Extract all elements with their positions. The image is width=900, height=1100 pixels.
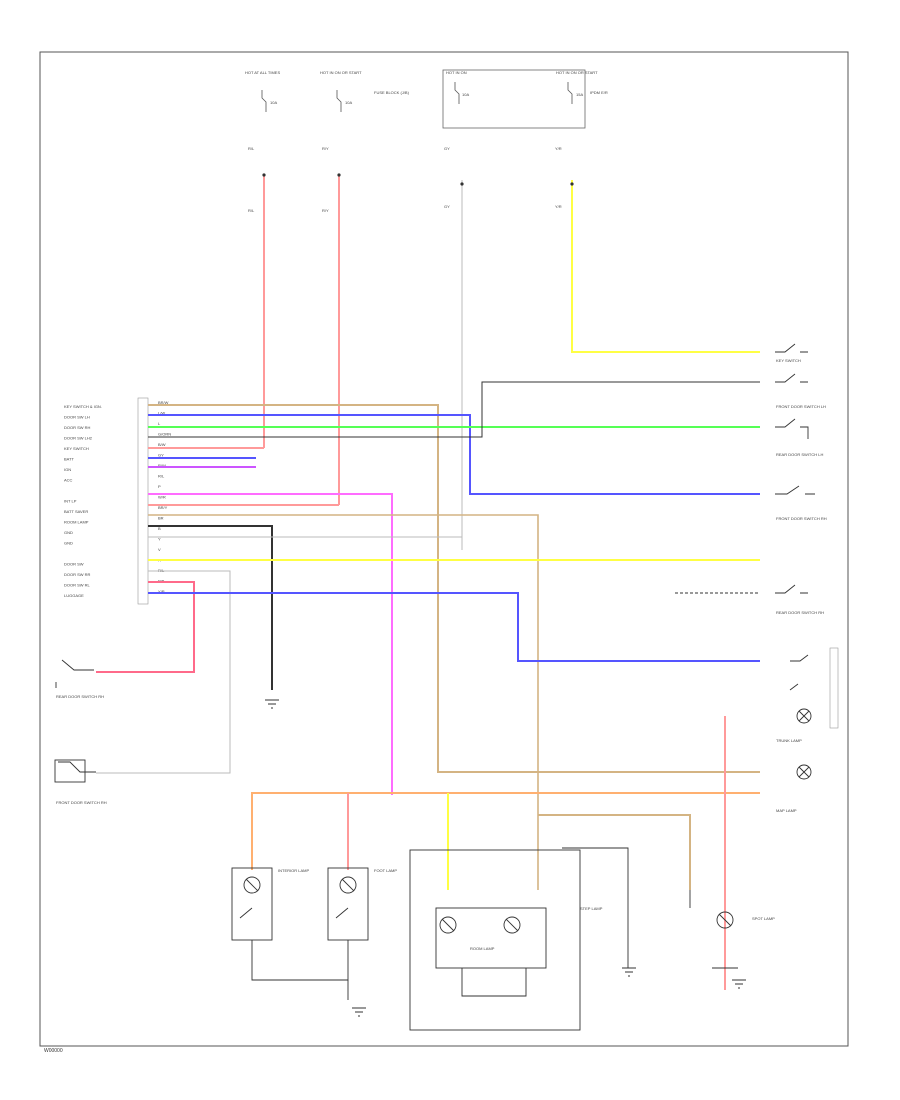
wire-black-gnd	[148, 525, 273, 690]
left-component-labels: REAR DOOR SWITCH RH FRONT DOOR SWITCH RH	[56, 694, 107, 805]
module-pin-label: DOOR SW LH2	[64, 436, 93, 441]
wire-blue-luggage	[148, 592, 760, 662]
wire-color-tag: P	[158, 484, 161, 489]
module-pin-label: DOOR SW RH	[64, 425, 91, 430]
wire-blue-door	[148, 414, 760, 495]
wire-color-tag: V	[158, 547, 161, 552]
fuse-heading-2: HOT IN ON OR START	[320, 70, 362, 75]
fuse-heading-3: HOT IN ON	[446, 70, 467, 75]
wire-color-tag: R/L	[158, 474, 165, 479]
fuse-icon	[261, 82, 573, 112]
wire-tan-room	[148, 514, 539, 890]
fuse-rating-3: 10A	[462, 92, 469, 97]
module-pin-label: ROOM LAMP	[64, 520, 89, 525]
wire-color-tag: R/W	[158, 463, 166, 468]
fuse-note-1: FUSE BLOCK (J/B)	[374, 90, 410, 95]
module-pin-label: BATT SAVER	[64, 509, 88, 514]
bottom-component-label: FOOT LAMP	[374, 868, 397, 873]
wire-color-tag: B	[158, 526, 161, 531]
reference-code: W00000	[44, 1048, 63, 1054]
wire-color-tag: W/R	[158, 495, 166, 500]
svg-text:R/L: R/L	[248, 208, 255, 213]
fuse-heading-4: HOT IN ON OR START	[556, 70, 598, 75]
right-component-label: FRONT DOOR SWITCH LH	[776, 404, 826, 409]
left-component-label: REAR DOOR SWITCH RH	[56, 694, 104, 699]
lamp-switch-lines	[231, 847, 738, 1031]
wire-yellow-feed	[571, 180, 760, 353]
right-component-label: REAR DOOR SWITCH RH	[776, 610, 824, 615]
svg-text:R/Y: R/Y	[322, 146, 329, 151]
module-pin-labels: KEY SWITCH & IGN. DOOR SW LH DOOR SW RH DOO…	[64, 404, 102, 598]
wire-color-tag: Y/R	[158, 589, 165, 594]
fuse-heading-1: HOT AT ALL TIMES	[245, 70, 280, 75]
fuse-block-box	[442, 69, 586, 129]
switch-icon	[775, 343, 815, 691]
fuse-wire-tags: R/L R/Y GY Y/R R/L R/Y GY Y/R	[248, 146, 562, 213]
svg-text:R/Y: R/Y	[322, 208, 329, 213]
right-component-label: KEY SWITCH	[776, 358, 801, 363]
wire-tan-lamp4	[538, 814, 691, 890]
left-component-label: FRONT DOOR SWITCH RH	[56, 800, 107, 805]
module-pin-label: INT LP	[64, 499, 77, 504]
wire-pink-int	[148, 493, 393, 795]
lamp-icon	[796, 708, 812, 780]
switch-icon	[54, 659, 96, 783]
fuse-rating-4: 15A	[576, 92, 583, 97]
svg-text:Y/R: Y/R	[555, 204, 562, 209]
fuse-rating-1: 10A	[270, 100, 277, 105]
svg-text:Y/R: Y/R	[555, 146, 562, 151]
ground-icon	[265, 699, 746, 1017]
svg-text:GY: GY	[444, 204, 450, 209]
wire-orange-bus	[251, 792, 760, 870]
wire-color-tag: BR/Y	[158, 505, 168, 510]
wire-color-tag: BR	[158, 516, 164, 521]
splice-dots	[262, 173, 574, 186]
lamp-icon	[243, 876, 734, 934]
right-component-label: TRUNK LAMP	[776, 738, 802, 743]
module-pin-label: LUGGAGE	[64, 593, 84, 598]
bottom-component-label: ROOM LAMP	[470, 946, 495, 951]
module-pin-label: DOOR SW RL	[64, 583, 91, 588]
module-pin-label: BATT	[64, 457, 74, 462]
module-pin-label: KEY SWITCH & IGN.	[64, 404, 102, 409]
bottom-component-label: SPOT LAMP	[752, 916, 775, 921]
module-pin-label: DOOR SW RR	[64, 572, 91, 577]
wire-tan-main	[148, 404, 760, 773]
module-pin-label: DOOR SW	[64, 562, 84, 567]
module-pin-label: ACC	[64, 478, 73, 483]
control-module-box	[137, 397, 149, 605]
svg-text:R/L: R/L	[248, 146, 255, 151]
lamp-bracket	[829, 647, 839, 729]
right-component-label: MAP LAMP	[776, 808, 797, 813]
module-pin-label: KEY SWITCH	[64, 446, 89, 451]
wire-gray-rr	[96, 570, 231, 774]
wire-color-tag: Y	[158, 537, 161, 542]
wire-color-tag: BR/W	[158, 400, 169, 405]
diagram-border	[39, 51, 849, 1047]
module-pin-label: GND	[64, 541, 73, 546]
fuse-note-2: IPDM E/R	[590, 90, 608, 95]
right-component-labels: KEY SWITCH FRONT DOOR SWITCH LH REAR DOOR …	[776, 358, 827, 813]
bottom-component-labels: INTERIOR LAMP FOOT LAMP ROOM LAMP STEP LAMP…	[278, 868, 775, 951]
wire-color-tag: L/W	[158, 411, 165, 416]
right-component-label: REAR DOOR SWITCH LH	[776, 452, 823, 457]
module-pin-label: GND	[64, 530, 73, 535]
wire-color-tag: G/ORN	[158, 432, 171, 437]
fuse-rating-2: 10A	[345, 100, 352, 105]
wire-color-tag: GY	[158, 453, 164, 458]
wire-color-tag: L	[158, 421, 161, 426]
wire-color-tag: B/W	[158, 442, 166, 447]
module-wire-tags: BR/WL/WLG/ORNB/WGYR/WR/LPW/RBR/YBRBYVRR/…	[158, 400, 171, 594]
module-pin-label: IGN	[64, 467, 71, 472]
right-component-label: FRONT DOOR SWITCH RH	[776, 516, 827, 521]
wire-red-rl	[96, 581, 195, 673]
svg-text:GY: GY	[444, 146, 450, 151]
bottom-component-label: INTERIOR LAMP	[278, 868, 309, 873]
module-pin-label: DOOR SW LH	[64, 415, 90, 420]
wire-black-key	[148, 381, 760, 438]
bottom-component-label: STEP LAMP	[580, 906, 603, 911]
